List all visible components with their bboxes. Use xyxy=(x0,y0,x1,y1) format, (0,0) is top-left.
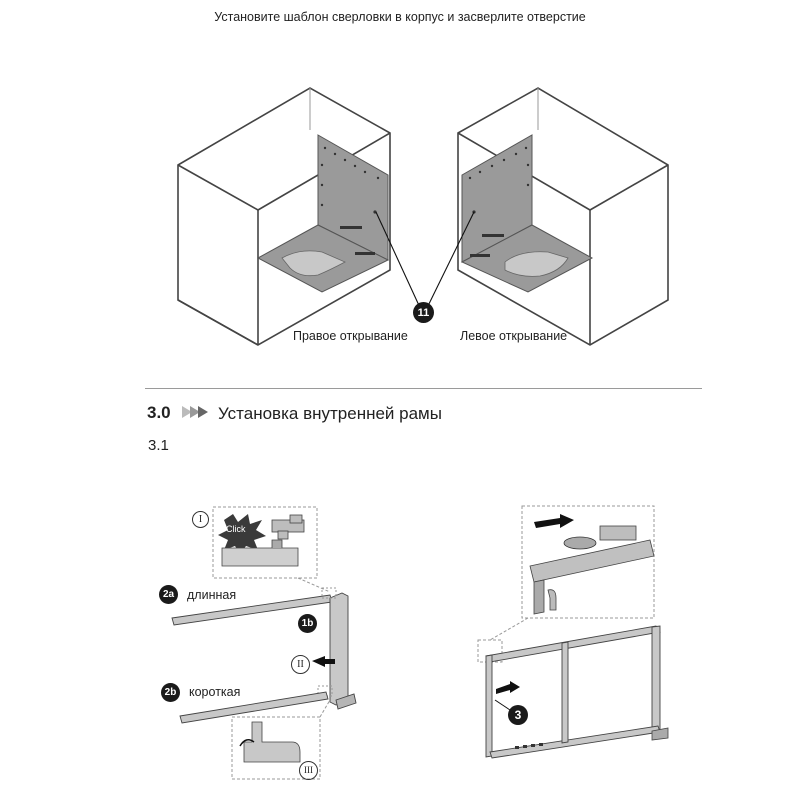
instruction-caption: Установите шаблон сверловки в корпус и з… xyxy=(214,10,586,24)
part-1b-marker: 1b xyxy=(298,614,317,633)
part-2b-marker: 2b xyxy=(161,683,180,702)
right-cabinet xyxy=(457,87,669,346)
right-drill-template xyxy=(460,134,594,293)
step-iii-marker: III xyxy=(299,761,318,780)
click-label: Click xyxy=(226,524,246,534)
callout-marker-3: 3 xyxy=(508,705,528,725)
section-title: Установка внутренней рамы xyxy=(218,404,442,423)
part-2a-marker: 2a xyxy=(159,585,178,604)
long-rail-label: длинная xyxy=(187,588,237,602)
section-number: 3.0 xyxy=(147,403,171,422)
short-rail-label: короткая xyxy=(189,685,241,699)
callout-marker-11: 11 xyxy=(413,302,434,323)
section-divider xyxy=(145,388,702,389)
left-opening-caption: Левое открывание xyxy=(460,329,568,343)
left-drill-template xyxy=(256,134,390,293)
step-i-marker: I xyxy=(192,511,209,528)
right-opening-caption: Правое открывание xyxy=(293,329,408,343)
click-burst xyxy=(218,514,266,554)
subsection-number: 3.1 xyxy=(148,437,169,454)
step-ii-marker: II xyxy=(291,655,310,674)
callout-lines xyxy=(375,211,475,313)
